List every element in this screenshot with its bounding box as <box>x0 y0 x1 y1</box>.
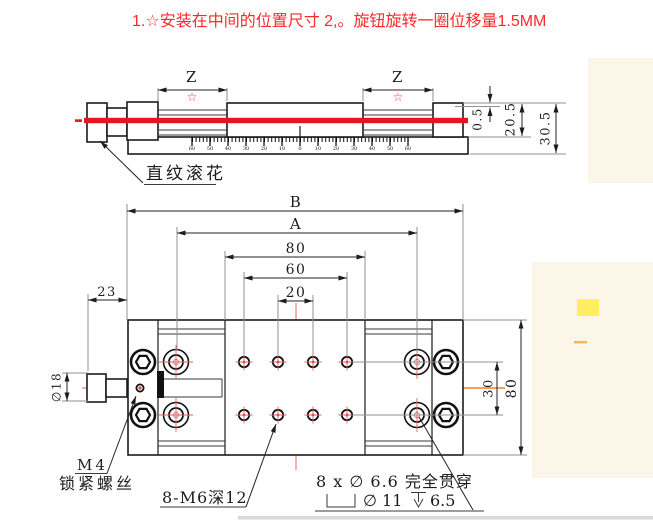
right-dimensions: 30 80 <box>353 319 527 456</box>
counterbore-icon <box>326 494 356 508</box>
svg-text:50: 50 <box>207 146 213 152</box>
knurl-callout: 直纹滚花 <box>99 140 226 185</box>
plan-knob-neck <box>105 378 128 398</box>
svg-text:60: 60 <box>189 146 195 152</box>
m6-label: 8-M6深12 <box>162 488 248 507</box>
svg-text:0: 0 <box>298 146 301 152</box>
tint-patch <box>532 262 653 478</box>
dim-30p5: 30.5 <box>539 111 554 146</box>
m4-sub-label: 锁紧螺丝 <box>59 474 135 493</box>
dim-30: 30 <box>482 378 497 398</box>
scan-artifacts <box>238 58 653 520</box>
leadscrew-rails <box>158 109 433 136</box>
height-dimensions: 0.5 20.5 30.5 <box>455 86 566 155</box>
highlight-artifact <box>577 299 599 316</box>
dim-23: 23 <box>97 285 117 300</box>
counterbore-line1: 8 x ∅ 6.6 完全贯穿 <box>316 472 473 491</box>
plan-knob-cap <box>86 373 107 403</box>
stage-plate <box>127 319 464 456</box>
dim-z-right: Z <box>392 68 404 86</box>
m4-locking-screw-hole <box>135 383 145 393</box>
orange-dash-artifact <box>574 341 587 344</box>
dim-dia18: ∅18 <box>50 372 64 402</box>
z-dimension-left: Z ☆ <box>157 68 228 104</box>
dim-z-left: Z <box>186 68 198 86</box>
svg-text:10: 10 <box>279 146 285 152</box>
star-mark-right: ☆ <box>393 90 404 104</box>
rail-grooves <box>158 328 432 447</box>
plan-view: B A 80 60 20 23 ∅18 30 <box>50 193 527 512</box>
svg-text:50: 50 <box>387 146 393 152</box>
dim-60: 60 <box>286 262 307 278</box>
dim-20: 20 <box>286 285 307 301</box>
counterbore-dia: ∅ 11 <box>363 491 402 510</box>
svg-text:10: 10 <box>315 146 321 152</box>
svg-text:30: 30 <box>243 146 249 152</box>
dim-0p5: 0.5 <box>471 107 485 131</box>
screw-entry-notch <box>157 371 164 398</box>
svg-text:20: 20 <box>333 146 339 152</box>
bottom-edge-line <box>238 516 653 520</box>
svg-text:40: 40 <box>369 146 375 152</box>
svg-text:30: 30 <box>351 146 357 152</box>
m6-callout: 8-M6深12 <box>160 423 277 508</box>
star-mark-left: ☆ <box>187 90 198 104</box>
vernier-scale: 60 50 40 30 20 10 0 10 20 30 40 50 60 <box>189 126 411 152</box>
knob-dimensions: 23 ∅18 <box>50 285 127 402</box>
m4-label: M4 <box>77 456 108 474</box>
m4-callout: M4 锁紧螺丝 <box>59 395 137 493</box>
tint-patch <box>588 58 653 183</box>
knurl-label: 直纹滚花 <box>146 164 226 184</box>
dim-20p5: 20.5 <box>504 102 519 137</box>
scale-numbers: 60 50 40 30 20 10 0 10 20 30 40 50 60 <box>189 146 411 152</box>
dim-80: 80 <box>286 241 307 257</box>
side-view: 60 50 40 30 20 10 0 10 20 30 40 50 60 <box>75 68 566 185</box>
width-dimensions: B A 80 60 20 <box>126 193 464 356</box>
counterbore-callout: 8 x ∅ 6.6 完全贯穿 ∅ 11 6.5 <box>315 416 484 512</box>
dim-b: B <box>290 193 303 211</box>
drawing-note: 1.☆安装在中间的位置尺寸 2,。旋钮旋转一圈位移量1.5MM <box>132 12 546 30</box>
svg-text:40: 40 <box>225 146 231 152</box>
dim-80-right: 80 <box>504 378 520 399</box>
hex-screw <box>129 348 157 376</box>
svg-text:60: 60 <box>405 146 411 152</box>
svg-text:20: 20 <box>261 146 267 152</box>
depth-icon <box>411 492 426 509</box>
hex-screw <box>129 401 157 429</box>
counterbore-depth: 6.5 <box>430 491 455 510</box>
red-axis-highlight <box>75 117 468 124</box>
z-dimension-right: Z ☆ <box>362 68 434 104</box>
dim-a: A <box>289 215 302 233</box>
screw-housing <box>164 378 223 398</box>
